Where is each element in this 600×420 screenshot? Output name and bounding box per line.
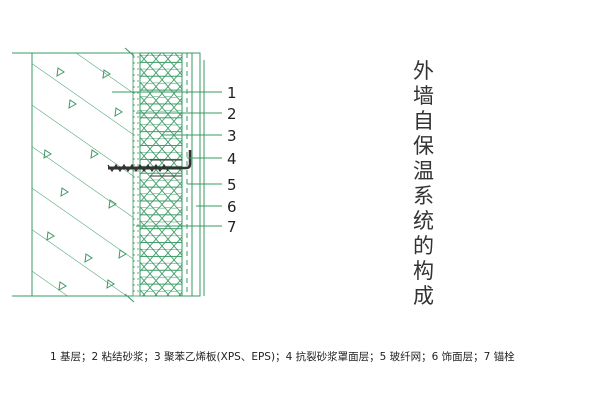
label-5: 5 — [227, 176, 237, 194]
label-7: 7 — [227, 218, 237, 236]
label-1: 1 — [227, 84, 237, 102]
diagram-title: 外 墙 自 保 温 系 统 的 构 成 — [413, 59, 434, 308]
label-3: 3 — [227, 127, 237, 145]
title-char: 墙 — [413, 84, 434, 108]
title-char: 系 — [413, 184, 434, 208]
title-char: 自 — [413, 109, 434, 133]
legend-caption: 1 基层；2 粘结砂浆；3 聚苯乙烯板(XPS、EPS)；4 抗裂砂浆罩面层；5… — [50, 350, 515, 363]
finish-coat-layer — [191, 52, 205, 297]
leader-lines — [112, 91, 222, 227]
base-layer — [12, 47, 135, 303]
insulation-board-layer — [139, 52, 183, 297]
title-char: 成 — [413, 284, 434, 308]
label-4: 4 — [227, 150, 237, 168]
adhesive-mortar-layer — [132, 52, 141, 297]
title-char: 保 — [413, 134, 434, 158]
title-char: 外 — [413, 59, 434, 83]
label-2: 2 — [227, 105, 237, 123]
title-char: 构 — [413, 259, 434, 283]
title-char: 的 — [413, 234, 434, 258]
title-char: 温 — [413, 159, 434, 183]
anchor-bolt-icon — [107, 150, 192, 177]
label-6: 6 — [227, 198, 237, 216]
title-char: 统 — [413, 209, 434, 233]
layer-labels: 1 2 3 4 5 6 7 — [227, 84, 237, 236]
